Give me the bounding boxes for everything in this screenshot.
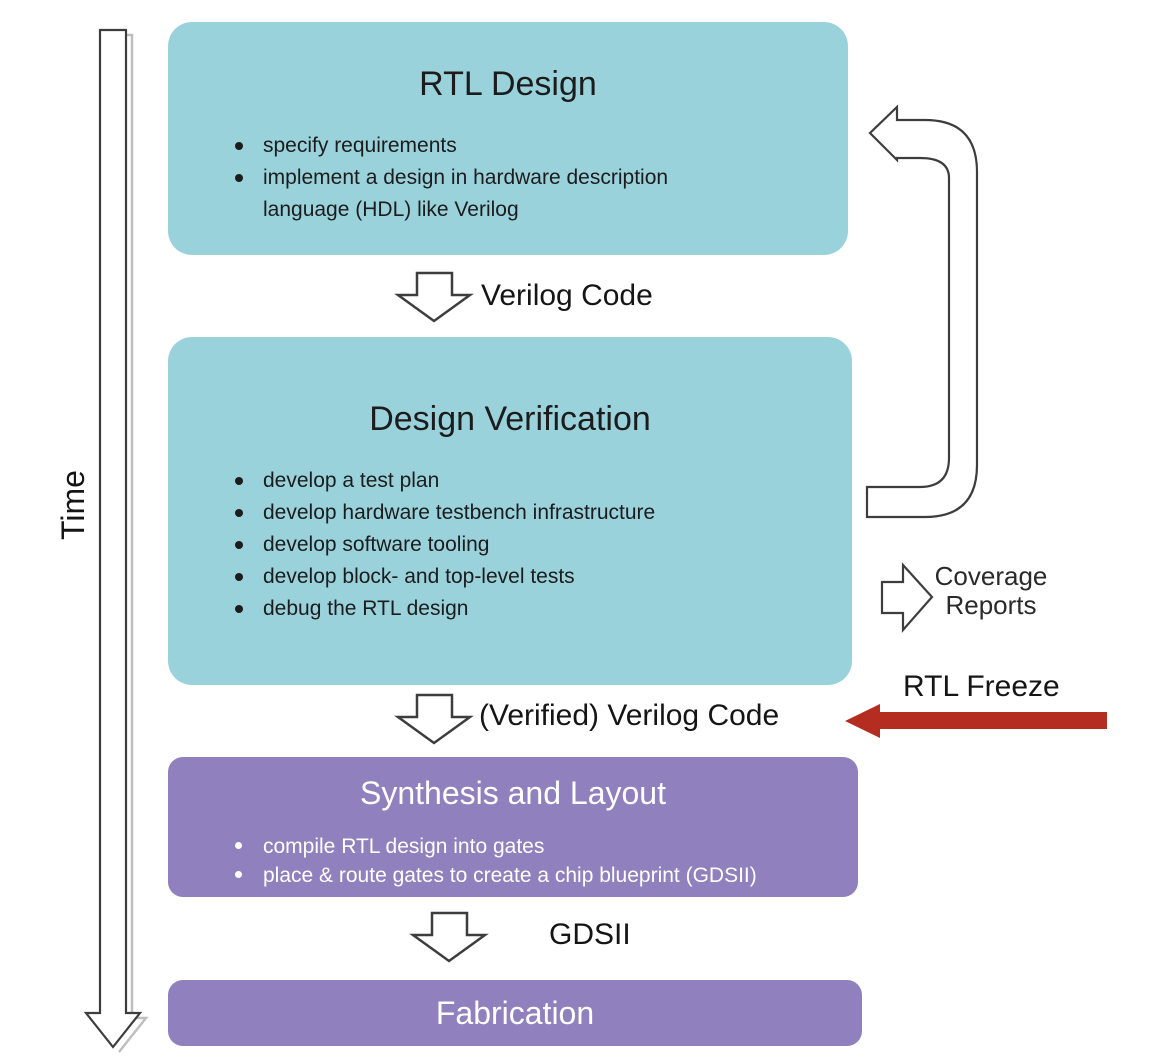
rtl-design-title: RTL Design [419,65,597,103]
rtl-to-verification-connector [394,270,474,324]
rtl-freeze-arrow-icon [845,704,1107,738]
synthesis-layout-box: Synthesis and Layout compile RTL design … [168,757,858,897]
coverage-reports-arrow-icon [880,562,934,633]
rtl-design-bullet: specify requirements [232,130,702,162]
flow-down-arrow-icon [394,271,474,323]
time-down-arrow-icon [83,28,149,1053]
synthesis-layout-title: Synthesis and Layout [360,775,666,811]
rtl-freeze-label: RTL Freeze [903,670,1060,703]
verification-to-synthesis-connector [394,692,474,746]
flow-down-arrow-icon [394,693,474,745]
verified-verilog-code-label: (Verified) Verilog Code [479,699,780,732]
coverage-reports-label-line2: Reports [945,590,1037,620]
time-axis [80,24,150,1054]
fabrication-box: Fabrication [168,980,862,1046]
verilog-code-label: Verilog Code [481,279,653,312]
time-label: Time [54,470,91,540]
verification-feedback-loop [860,100,985,525]
synthesis-to-fabrication-connector [409,910,489,964]
design-verification-bullet: develop block- and top-level tests [232,561,792,593]
coverage-reports-label: Coverage Reports [932,562,1050,620]
synthesis-layout-bullet: place & route gates to create a chip blu… [232,861,812,890]
design-verification-bullet: develop hardware testbench infrastructur… [232,497,792,529]
gdsii-label: GDSII [549,918,631,951]
design-verification-box: Design Verification develop a test plan … [168,337,852,685]
coverage-reports-connector [880,562,936,635]
fabrication-title: Fabrication [435,995,595,1031]
flow-down-arrow-icon [409,911,489,963]
design-verification-bullet: debug the RTL design [232,593,792,625]
design-verification-bullet: develop a test plan [232,465,792,497]
design-verification-title: Design Verification [369,400,651,438]
design-verification-bullet: develop software tooling [232,529,792,561]
rtl-design-box: RTL Design specify requirements implemen… [168,22,848,255]
rtl-freeze-marker [843,700,1110,742]
feedback-loop-arrow-icon [865,104,979,519]
synthesis-layout-bullet: compile RTL design into gates [232,832,812,861]
coverage-reports-label-line1: Coverage [934,561,1048,591]
rtl-design-bullet: implement a design in hardware descripti… [232,162,702,226]
